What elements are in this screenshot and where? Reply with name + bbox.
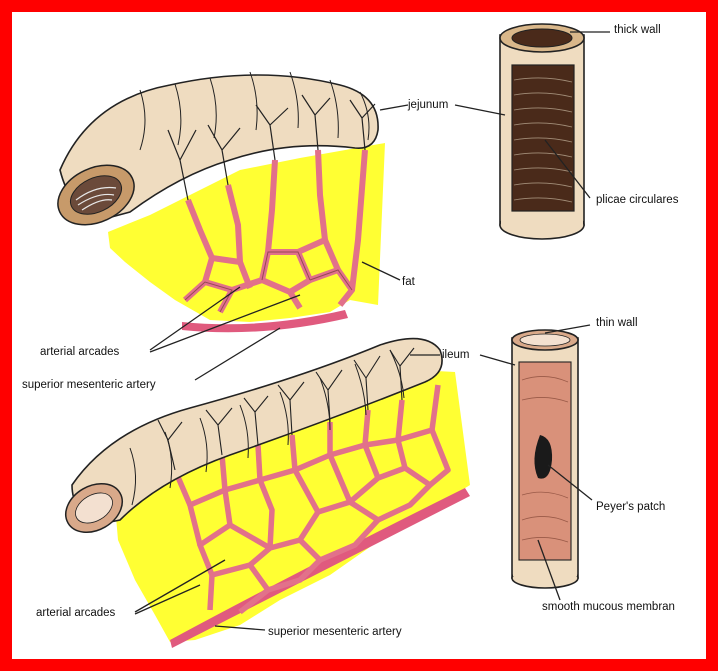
label-smooth-mucous-membrane: smooth mucous membran <box>542 602 675 614</box>
label-fat: fat <box>402 277 415 289</box>
label-superior-mesenteric-artery-bottom: superior mesenteric artery <box>268 627 402 639</box>
label-thick-wall: thick wall <box>614 25 661 37</box>
label-thin-wall: thin wall <box>596 318 638 330</box>
label-arterial-arcades-bottom: arterial arcades <box>36 608 115 620</box>
label-plicae-circulares: plicae circulares <box>596 195 678 207</box>
label-peyers-patch: Peyer's patch <box>596 502 665 514</box>
jejunum-section <box>500 24 584 239</box>
label-ileum: ileum <box>442 350 469 362</box>
label-arterial-arcades-top: arterial arcades <box>40 347 119 359</box>
label-jejunum: jejunum <box>408 100 448 112</box>
ileum-section <box>512 330 578 588</box>
label-superior-mesenteric-artery-top: superior mesenteric artery <box>22 380 156 392</box>
